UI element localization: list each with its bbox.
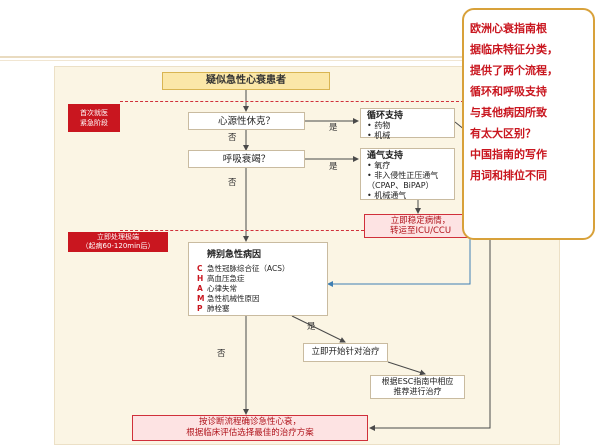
side-label-emergency-line2: 紧急阶段 (80, 119, 108, 127)
esc-line1: 根据ESC指南中相应 (381, 377, 454, 386)
yes-label-cause: 是 (307, 322, 316, 332)
yes-label-q2: 是 (329, 162, 338, 172)
connector-right-final (369, 238, 491, 431)
ventilation-support-item: • 非入侵性正压通气 (367, 171, 439, 180)
final-line1: 按诊断流程确诊急性心衰， (198, 417, 301, 427)
identify-cause-heading: 辨别急性病因 (207, 250, 262, 260)
callout-line: 有太大区别？ (470, 127, 536, 140)
header-divider-secondary (0, 60, 470, 61)
cause-text: 高血压急症 (207, 274, 245, 283)
esc-guideline-box: 根据ESC指南中相应 推荐进行治疗 (370, 375, 465, 399)
callout-line: 与其他病因所致 (470, 106, 547, 119)
cause-letter: C (197, 264, 203, 273)
header-divider (0, 56, 470, 58)
circulatory-support-heading: 循环支持 (367, 111, 404, 121)
cause-item: C 急性冠脉综合征（ACS） (197, 264, 319, 274)
ventilation-support-item: • 氧疗 (367, 161, 391, 170)
yes-label-q1: 是 (329, 123, 338, 133)
side-label-immediate: 立即处理极端 （起病60-120min后） (68, 232, 168, 252)
circulatory-support-item: • 药物 (367, 121, 391, 130)
question-respiratory-failure: 呼吸衰竭？ (188, 150, 305, 168)
cause-letter: P (197, 304, 203, 313)
callout-line: 欧洲心衰指南根 (470, 22, 547, 35)
callout-line: 循环和呼吸支持 (470, 85, 547, 98)
ventilation-support-box: 通气支持 • 氧疗 • 非入侵性正压通气 （CPAP、BiPAP） • 机械通气 (360, 148, 455, 200)
side-label-emergency-line1: 首次就医 (80, 109, 108, 117)
flowchart-title: 疑似急性心衰患者 (162, 72, 330, 90)
phase-divider-1 (120, 101, 464, 102)
question-cardiogenic-shock: 心源性休克？ (188, 112, 305, 130)
cause-text: 急性冠脉综合征（ACS） (207, 264, 290, 273)
esc-line2: 推荐进行治疗 (393, 387, 442, 396)
cause-item: P 肺栓塞 (197, 304, 319, 314)
side-label-immediate-line1: 立即处理极端 (97, 233, 139, 241)
connector-cause-targeted (291, 315, 346, 343)
callout-line: 提供了两个流程， (470, 64, 558, 77)
phase-divider-2 (120, 230, 364, 231)
stabilize-line1: 立即稳定病情， (390, 216, 451, 226)
cause-item: A 心律失常 (197, 284, 319, 294)
callout-line: 据临床特征分类， (470, 43, 558, 56)
no-label-q1: 否 (228, 133, 237, 143)
stabilize-transfer-box: 立即稳定病情， 转运至ICU/CCU (364, 214, 477, 238)
connector-stabilize-cause (327, 238, 471, 287)
callout-line: 用词和排位不同 (470, 169, 547, 182)
cause-text: 急性机械性原因 (207, 294, 260, 303)
connector-targeted-esc (387, 361, 426, 376)
stabilize-line2: 转运至ICU/CCU (389, 226, 452, 236)
cause-text: 心律失常 (207, 284, 237, 293)
callout-line: 中国指南的写作 (470, 148, 547, 161)
cause-letter: A (197, 284, 203, 293)
cause-text: 肺栓塞 (207, 304, 230, 313)
targeted-treatment-box: 立即开始针对治疗 (303, 343, 388, 362)
no-label-cause: 否 (217, 349, 226, 359)
final-line2: 根据临床评估选择最佳的治疗方案 (186, 428, 314, 438)
ventilation-support-item: （CPAP、BiPAP） (367, 181, 434, 190)
ventilation-support-item: • 机械通气 (367, 191, 407, 200)
no-label-q2: 否 (228, 178, 237, 188)
cause-letter: H (197, 274, 204, 283)
side-label-emergency: 首次就医 紧急阶段 (68, 104, 120, 132)
circulatory-support-item: • 机械 (367, 131, 391, 140)
circulatory-support-box: 循环支持 • 药物 • 机械 (360, 108, 455, 140)
cause-letter: M (197, 294, 205, 303)
side-label-immediate-line2: （起病60-120min后） (81, 242, 155, 250)
annotation-callout: 欧洲心衰指南根 据临床特征分类， 提供了两个流程， 循环和呼吸支持 与其他病因所… (462, 8, 595, 240)
ventilation-support-heading: 通气支持 (367, 151, 404, 161)
final-diagnosis-box: 按诊断流程确诊急性心衰， 根据临床评估选择最佳的治疗方案 (132, 415, 368, 441)
